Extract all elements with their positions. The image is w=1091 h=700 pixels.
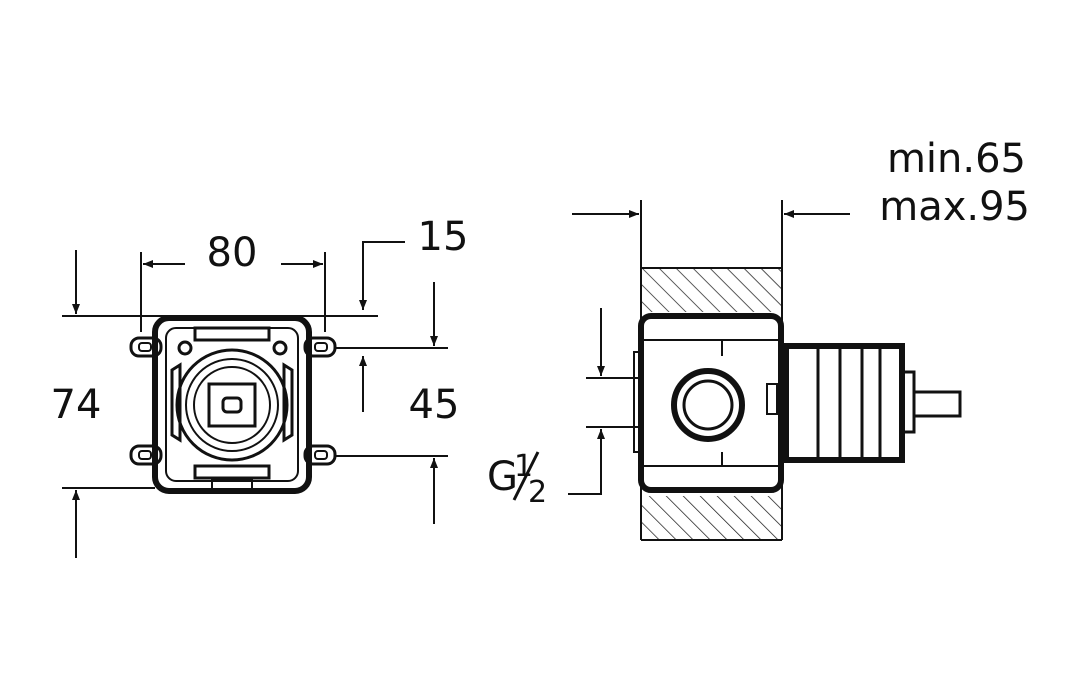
thread-arrow-bottom (568, 429, 605, 495)
thread-fraction-denominator: 2 (528, 475, 547, 510)
side-body-outline (638, 313, 784, 493)
spindle (912, 390, 962, 418)
mounting-tab-top-left (129, 336, 163, 358)
thread-fraction-numerator: 1 (514, 449, 533, 484)
inlet-inner (682, 379, 734, 431)
screw-top-right (272, 340, 288, 356)
side-dimensions: min.65 max.95 G 1 2 (487, 136, 1030, 510)
right-rib (282, 362, 294, 443)
dim-74-label: 74 (51, 382, 102, 428)
cartridge-body (783, 343, 905, 463)
thread-g-label: G (487, 454, 518, 500)
front-dimensions: 80 15 74 45 (51, 214, 469, 558)
valve-spindle (221, 396, 243, 414)
top-slot (193, 326, 271, 342)
valve-ring-2 (185, 358, 279, 452)
wall-hatch-top (641, 268, 782, 312)
bottom-slot (193, 464, 271, 480)
dim-15-leader (359, 241, 405, 310)
fraction-slash (512, 451, 540, 501)
screw-top-left (177, 340, 193, 356)
front-view (129, 315, 337, 494)
left-rib (170, 362, 182, 443)
wall-hatch-bottom (641, 496, 782, 540)
dim-15-label: 15 (418, 214, 469, 260)
side-body-face (633, 351, 643, 453)
depth-min-label: min.65 (887, 136, 1026, 182)
valve-square (207, 382, 257, 428)
bottom-foot (211, 479, 253, 493)
valve-ring-3 (193, 366, 271, 444)
inlet-outer (671, 368, 745, 442)
side-view (633, 200, 962, 541)
valve-outer-ring (175, 348, 289, 462)
dim-80-label: 80 (207, 230, 258, 276)
dim-45-label: 45 (409, 382, 460, 428)
side-slot (766, 383, 778, 415)
mounting-tab-bottom-left (129, 444, 163, 466)
depth-max-label: max.95 (879, 184, 1030, 230)
